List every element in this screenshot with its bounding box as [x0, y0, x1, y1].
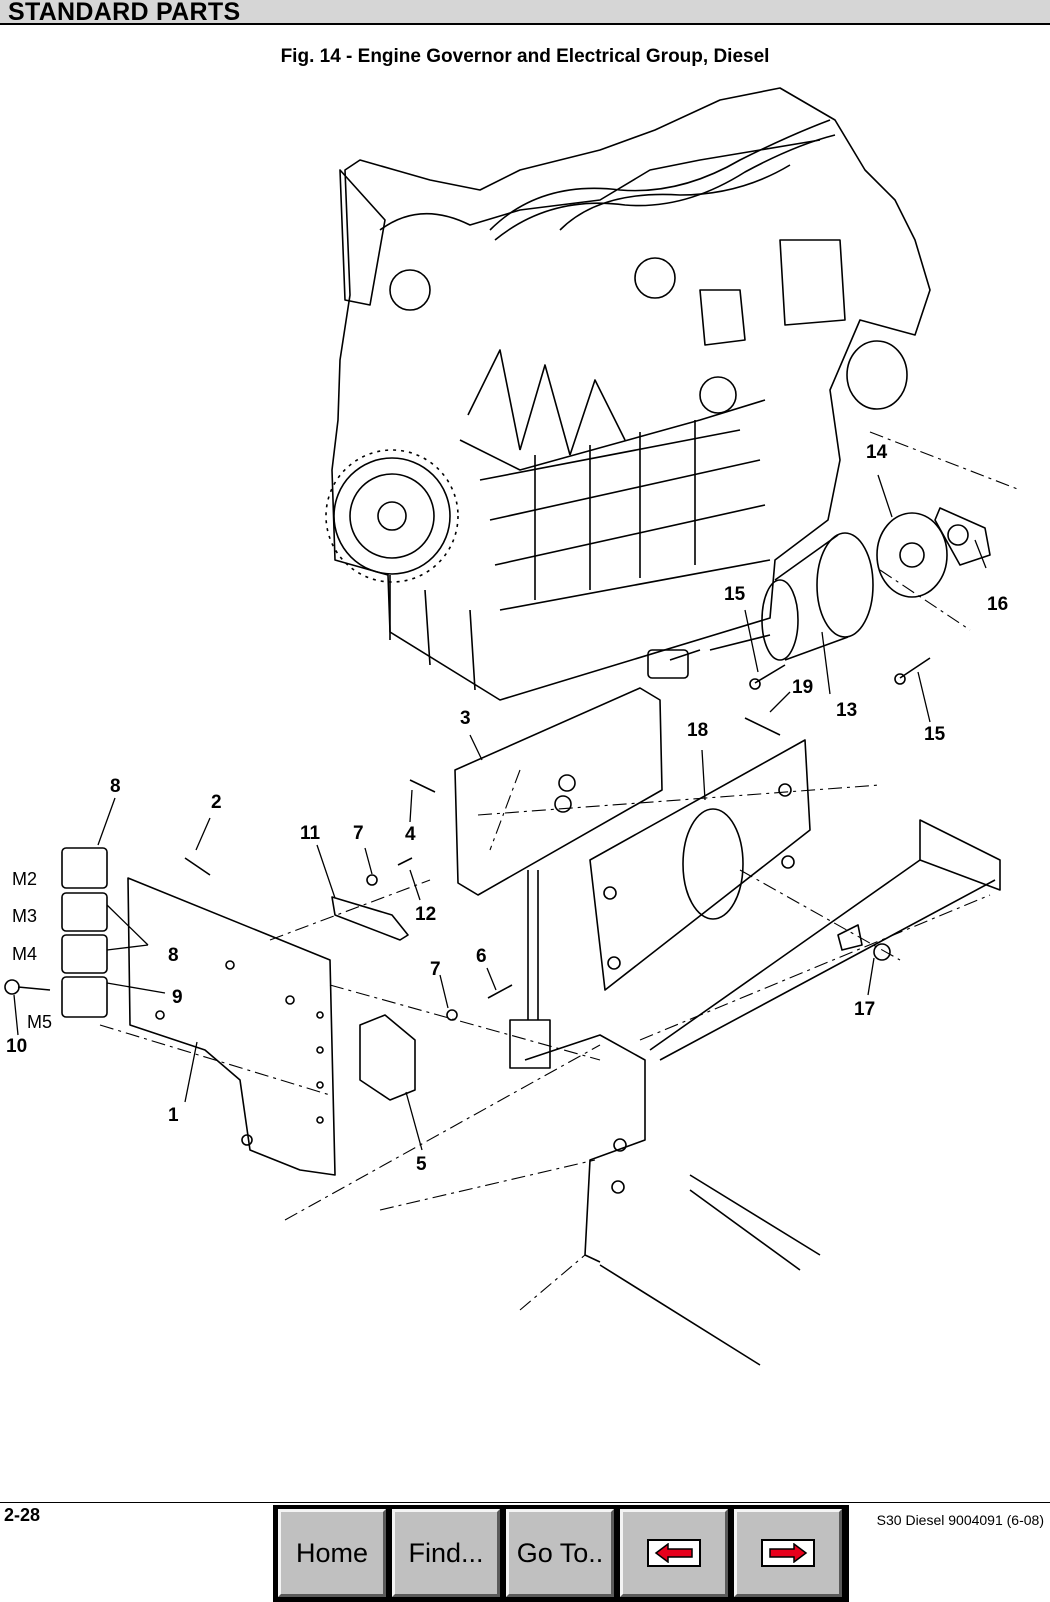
callout-15: 15: [724, 584, 746, 605]
callout-18: 18: [687, 720, 708, 741]
relay-label-m2: M2: [12, 869, 37, 889]
callout-7: 7: [353, 823, 364, 844]
left-arrow-icon: [647, 1539, 701, 1567]
callout-10: 10: [6, 1036, 27, 1057]
callout-8: 8: [168, 945, 179, 966]
document-reference: S30 Diesel 9004091 (6-08): [876, 1512, 1044, 1528]
engine-block-drawing: [325, 87, 931, 701]
callout-3: 3: [460, 708, 471, 729]
callout-12: 12: [415, 904, 436, 925]
callout-8: 8: [110, 776, 121, 797]
governor-parts-drawing: [4, 507, 1001, 1366]
callout-numbers: 14 15 16 19 13 15 3 18 8 2 11 7 4 12 8 7…: [6, 442, 1008, 1175]
callout-19: 19: [792, 677, 813, 698]
callout-leader-lines: [13, 474, 987, 1151]
home-button[interactable]: Home: [278, 1509, 386, 1597]
callout-11: 11: [300, 823, 321, 844]
page-number: 2-28: [4, 1505, 41, 1525]
callout-9: 9: [172, 987, 183, 1008]
alignment-lines: [99, 431, 1021, 1311]
callout-13: 13: [836, 700, 857, 721]
figure-title: Fig. 14 - Engine Governor and Electrical…: [280, 46, 770, 67]
callout-2: 2: [211, 792, 222, 813]
callout-4: 4: [405, 824, 416, 845]
callout-6: 6: [476, 946, 487, 967]
callout-14: 14: [866, 442, 888, 463]
next-page-button[interactable]: [734, 1509, 842, 1597]
callout-1: 1: [168, 1105, 179, 1126]
right-arrow-icon: [761, 1539, 815, 1567]
exploded-parts-diagram: 14 15 16 19 13 15 3 18 8 2 11 7 4 12 8 7…: [4, 87, 1021, 1366]
find-button[interactable]: Find...: [392, 1509, 500, 1597]
relay-label-m3: M3: [12, 906, 37, 926]
callout-7: 7: [430, 959, 441, 980]
section-title: STANDARD PARTS: [8, 0, 241, 26]
go-to-button[interactable]: Go To..: [506, 1509, 614, 1597]
relay-label-m5: M5: [27, 1012, 52, 1032]
callout-16: 16: [987, 594, 1008, 615]
callout-5: 5: [416, 1154, 427, 1175]
footer-divider: [0, 1502, 1050, 1503]
callout-17: 17: [854, 999, 875, 1020]
relay-label-m4: M4: [12, 944, 37, 964]
callout-15: 15: [924, 724, 946, 745]
navigation-bar: Home Find... Go To..: [273, 1505, 849, 1602]
previous-page-button[interactable]: [620, 1509, 728, 1597]
section-header: STANDARD PARTS: [0, 0, 1050, 26]
